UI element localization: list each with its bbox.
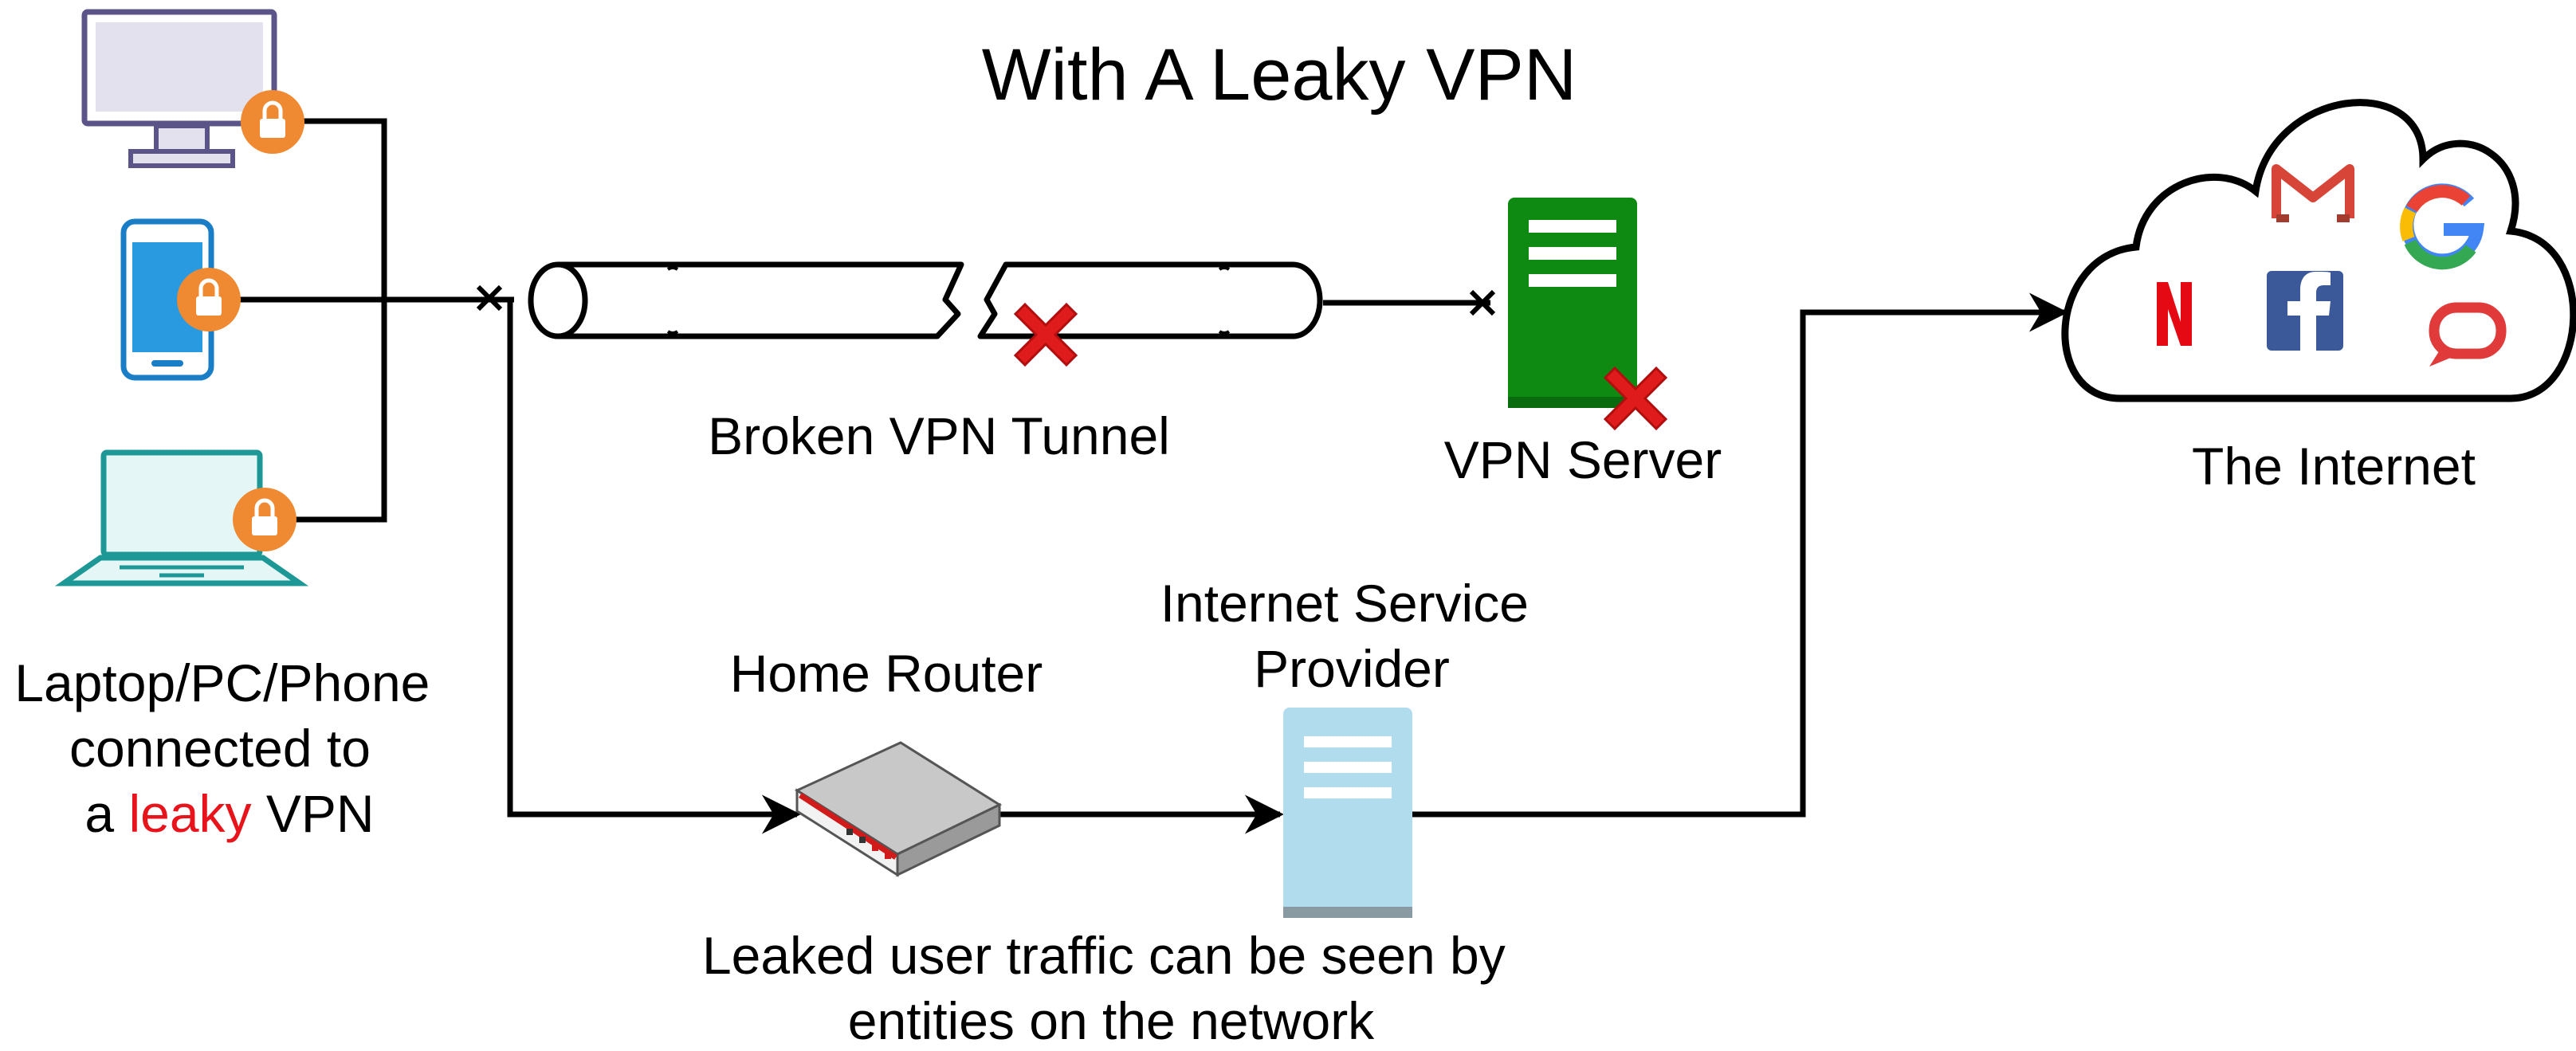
devices-label-line-1: Laptop/PC/Phone: [14, 653, 430, 712]
devices-label-prefix: a: [84, 784, 128, 843]
gmail-icon: [2272, 164, 2354, 222]
internet-cloud: [2061, 99, 2576, 402]
vpn-server-icon: [1508, 198, 1637, 408]
isp-to-internet-connector: [1412, 292, 2068, 818]
junction-markers: [476, 284, 1496, 316]
desktop-connector: [295, 118, 387, 523]
tunnel-label: Broken VPN Tunnel: [708, 406, 1170, 465]
isp-label: Internet Service Provider: [1160, 574, 1544, 698]
red-x-icon: [1603, 366, 1668, 431]
isp-server-icon: [1283, 708, 1412, 918]
broken-vpn-tunnel: [528, 261, 1323, 339]
internet-label: The Internet: [2192, 437, 2476, 496]
vpn-server-label: VPN Server: [1444, 430, 1722, 489]
lock-icon: [233, 488, 296, 551]
lock-icon: [241, 90, 304, 154]
lock-icon: [177, 268, 241, 331]
devices-label-line-2: connected to: [69, 719, 371, 778]
leaky-highlight: leaky: [128, 784, 251, 843]
leak-caption: Leaked user traffic can be seen by entit…: [702, 926, 1520, 1050]
devices-label: Laptop/PC/Phone connected to: [14, 653, 444, 778]
junction-x-marker: [476, 284, 503, 312]
leak-caption-line-1: Leaked user traffic can be seen by: [702, 926, 1506, 985]
laptop-icon: [54, 449, 309, 586]
home-router-label: Home Router: [730, 644, 1043, 703]
leak-caption-line-2: entities on the network: [848, 991, 1375, 1050]
isp-label-line-2: Provider: [1254, 639, 1450, 698]
home-router-icon: [794, 741, 1003, 877]
server-x-marker: [1469, 289, 1496, 316]
tunnel-left-opening: [528, 261, 588, 339]
connections: [239, 118, 2068, 834]
facebook-icon: [2267, 271, 2343, 351]
diagram-title: With A Leaky VPN: [982, 34, 1577, 116]
leak-path-to-router: [507, 300, 801, 834]
google-icon: [2400, 183, 2485, 270]
chat-bubble-icon: [2429, 302, 2507, 367]
tunnel-left-segment: [558, 261, 964, 339]
tunnel-seam-marks: [666, 266, 1231, 335]
devices-label-line-3: a leaky VPN: [84, 784, 374, 843]
devices-label-suffix: VPN: [252, 784, 375, 843]
red-x-icon: [1013, 302, 1078, 367]
netflix-icon: [2157, 282, 2192, 346]
isp-label-line-1: Internet Service: [1160, 574, 1529, 633]
desktop-monitor-icon: [81, 9, 277, 168]
